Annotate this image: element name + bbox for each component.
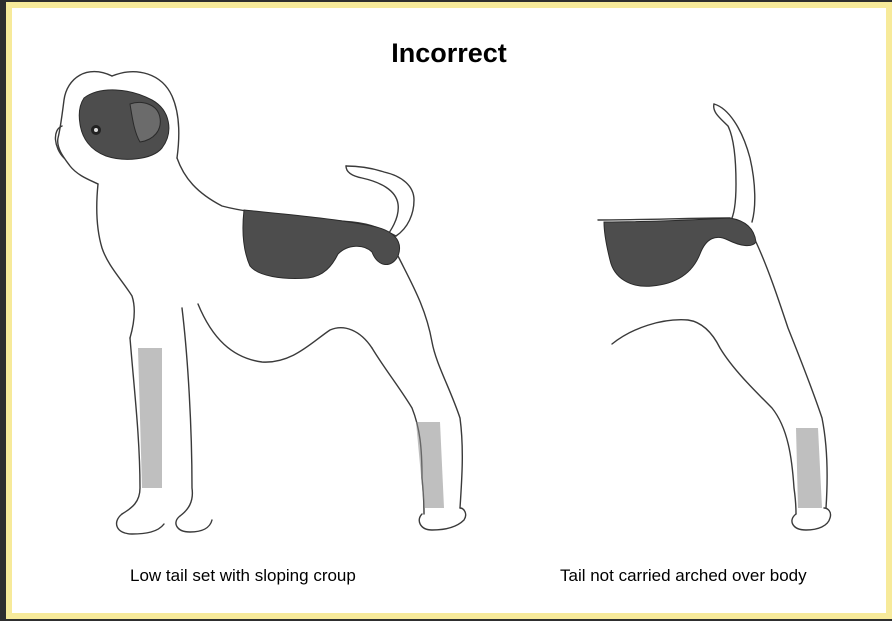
caption-tail-not-arched: Tail not carried arched over body: [560, 566, 807, 586]
figure-panel: Incorrect: [12, 8, 886, 613]
caption-low-tail-set: Low tail set with sloping croup: [130, 566, 356, 586]
figure-frame: Incorrect: [6, 2, 892, 619]
dog-hindquarters-sketch: [12, 8, 886, 613]
